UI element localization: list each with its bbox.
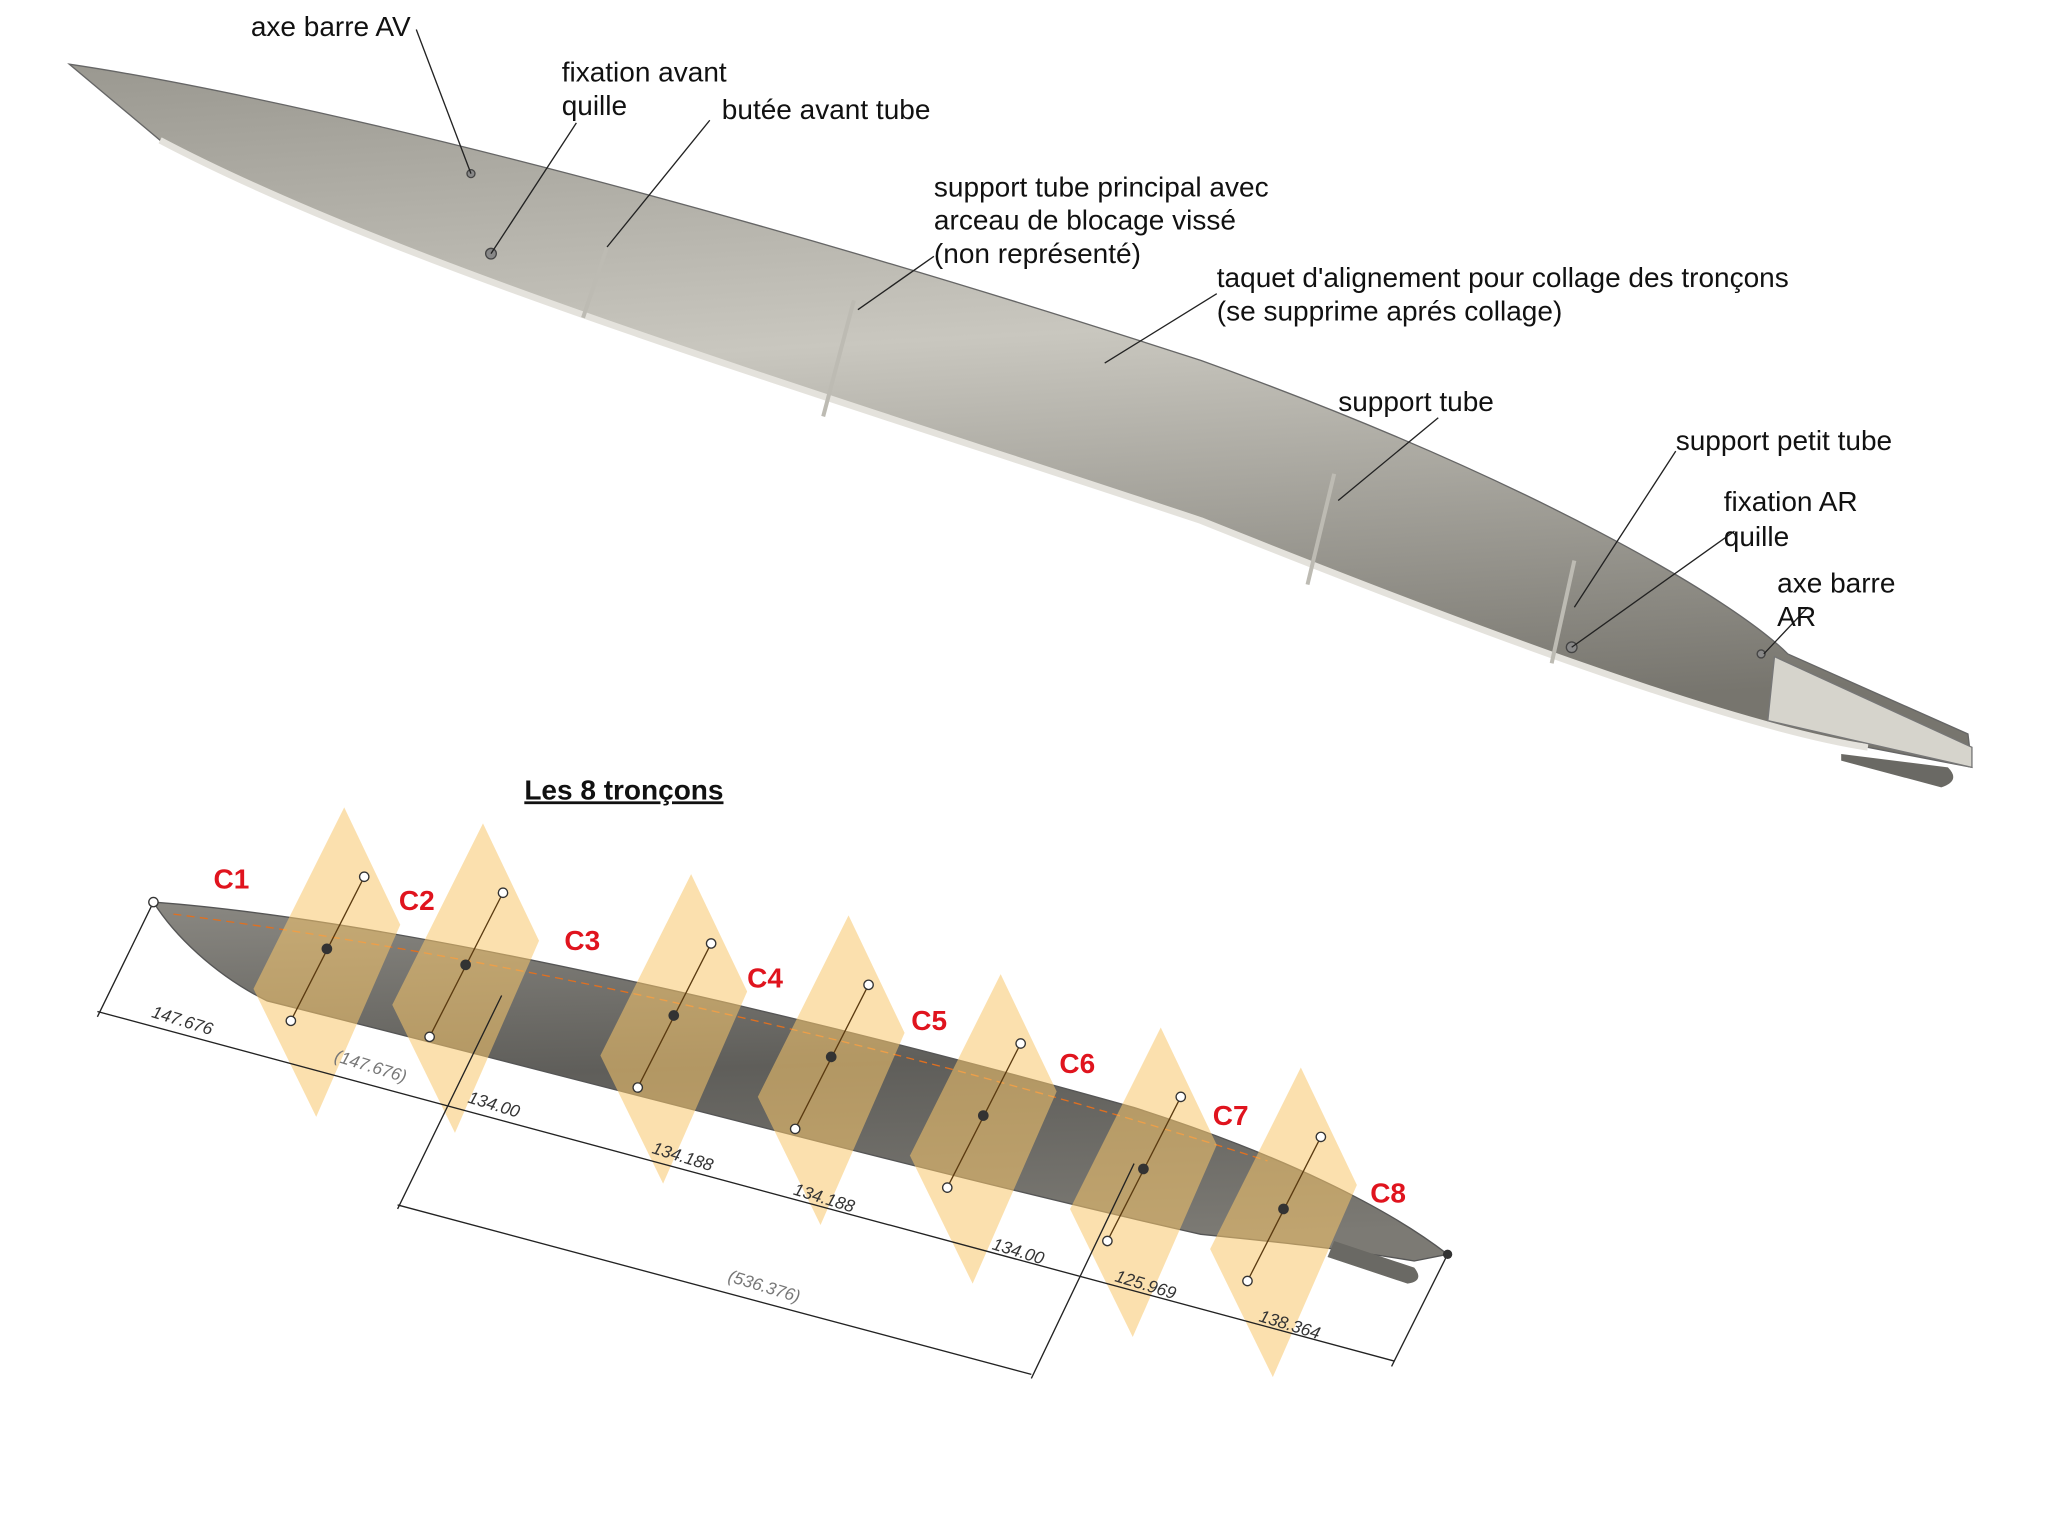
section-handle — [424, 1031, 435, 1043]
label-support-tube: support tube — [1338, 386, 1494, 417]
section-handle — [1102, 1235, 1113, 1247]
section-handle — [1175, 1091, 1187, 1103]
section-plane — [600, 874, 748, 1184]
section-handle — [1278, 1203, 1289, 1215]
label-taquet: taquet d'alignement pour collage des tro… — [1217, 262, 1789, 293]
label-axe-barre-ar: axe barre — [1777, 568, 1895, 599]
label-support-principal-3: (non représenté) — [934, 238, 1141, 269]
callout-leaders — [415, 29, 1809, 655]
label-support-petit-tube: support petit tube — [1676, 425, 1892, 456]
section-label-c4: C4 — [747, 962, 783, 993]
callout-labels: axe barre AV fixation avant quille butée… — [251, 11, 1896, 632]
hull-top-view — [67, 63, 1973, 788]
label-fixation-avant: fixation avant — [562, 57, 727, 88]
section-handle — [668, 1010, 680, 1021]
label-axe-barre-ar-2: AR — [1777, 601, 1816, 632]
section-plane — [392, 823, 540, 1133]
section-label-c7: C7 — [1213, 1100, 1249, 1131]
section-handle — [460, 959, 471, 971]
label-support-principal: support tube principal avec — [934, 171, 1269, 202]
label-support-principal-2: arceau de blocage vissé — [934, 205, 1236, 236]
dimension-label: 134.00 — [466, 1087, 523, 1122]
dimension-label: (147.676) — [332, 1046, 409, 1087]
section-label-c1: C1 — [213, 864, 249, 895]
overall-dimension: (536.376) — [726, 1266, 803, 1307]
section-planes — [253, 807, 1357, 1378]
section-handle — [1015, 1038, 1026, 1049]
section-handle — [705, 938, 717, 949]
section-handle — [285, 1015, 297, 1027]
label-fixation-ar-quille: quille — [1724, 521, 1789, 552]
section-handle — [1315, 1131, 1327, 1143]
section-label-c8: C8 — [1370, 1177, 1406, 1208]
section-handle — [358, 871, 370, 883]
label-butee-avant-tube: butée avant tube — [722, 94, 931, 125]
label-taquet-2: (se supprime aprés collage) — [1217, 295, 1562, 326]
section-handle — [1242, 1275, 1253, 1287]
section-plane — [253, 807, 401, 1117]
section-handle — [863, 979, 874, 991]
section-label-c2: C2 — [399, 885, 435, 916]
section-plane — [1210, 1067, 1357, 1378]
section-plane — [909, 974, 1057, 1284]
label-axe-barre-av: axe barre AV — [251, 11, 411, 42]
section-handle — [789, 1123, 801, 1135]
section-plane — [1070, 1027, 1217, 1338]
section-handle — [977, 1110, 989, 1121]
section-handle — [1138, 1163, 1149, 1175]
section-handle — [321, 943, 333, 955]
sections-title: Les 8 tronçons — [524, 774, 723, 805]
section-handle — [825, 1051, 837, 1063]
section-plane — [757, 915, 905, 1225]
section-handle — [941, 1182, 953, 1193]
label-fixation-ar: fixation AR — [1724, 486, 1858, 517]
section-label-c6: C6 — [1059, 1048, 1095, 1079]
section-handle — [632, 1082, 644, 1093]
dimension-label: 147.676 — [150, 1002, 216, 1040]
dimension-label: 134.00 — [990, 1234, 1047, 1269]
section-label-c3: C3 — [564, 925, 600, 956]
dimension-lines — [96, 896, 1453, 1379]
section-label-c5: C5 — [911, 1005, 947, 1036]
section-handle — [497, 887, 509, 899]
label-fixation-avant-quille: quille — [562, 90, 627, 121]
section-labels: C1 C2 C3 C4 C5 C6 C7 C8 — [213, 864, 1406, 1209]
